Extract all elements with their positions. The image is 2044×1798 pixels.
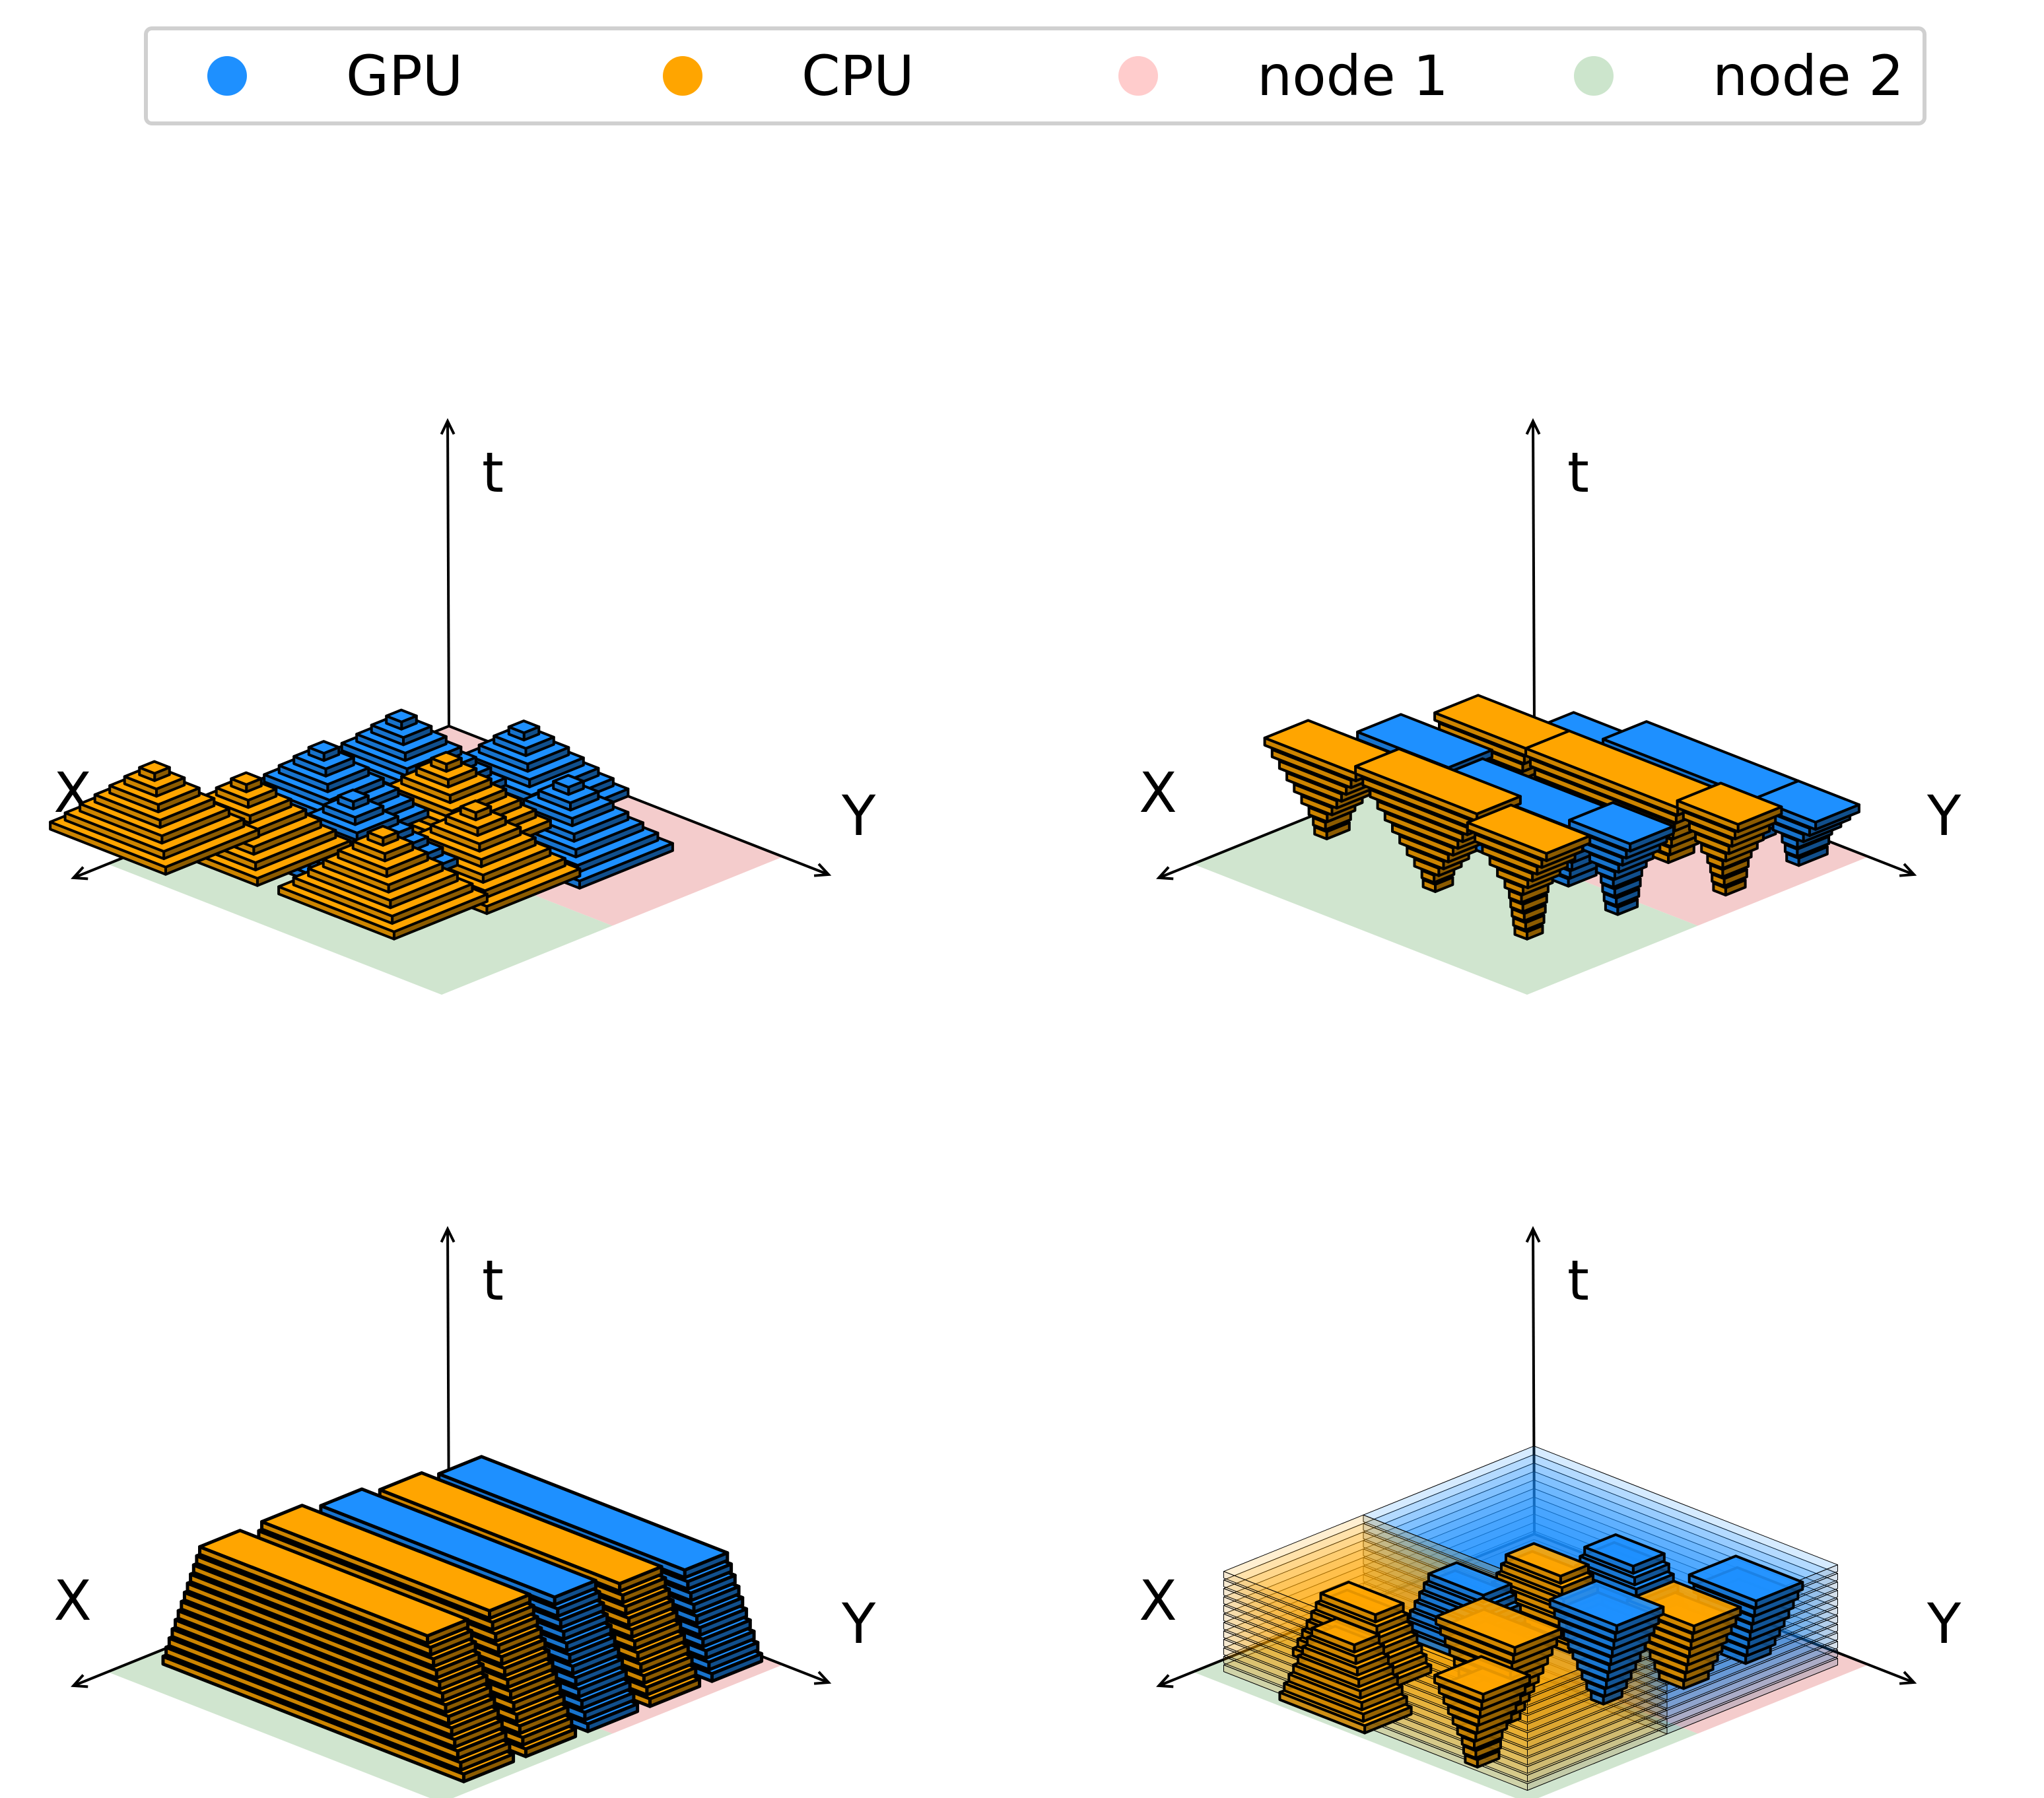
t-axis-label: t (482, 1248, 504, 1313)
panel-bottom-left: tX Y (0, 1006, 1022, 1798)
legend-marker-gpu (207, 56, 247, 96)
x-axis-label: X (1139, 1568, 1177, 1633)
y-axis-label: Y (1926, 783, 1961, 848)
panel-bottom-right: tX Y (1085, 1006, 2044, 1798)
t-axis (448, 421, 449, 726)
x-axis-label: X (53, 1568, 92, 1633)
legend-item-node-1: node 1 (1118, 30, 1448, 121)
t-axis (1533, 421, 1534, 726)
legend-marker-node-2 (1574, 56, 1614, 96)
legend-label-node-2: node 2 (1713, 44, 1904, 108)
legend-marker-cpu (663, 56, 702, 96)
y-axis-label: Y (841, 783, 876, 848)
legend: GPU CPU node 1 node 2 (144, 26, 1926, 125)
t-axis-label: t (1567, 440, 1589, 505)
legend-label-cpu: CPU (801, 44, 914, 108)
legend-item-cpu: CPU (663, 30, 914, 121)
x-axis-label: X (1139, 760, 1177, 825)
t-axis-label: t (482, 440, 504, 505)
panel-top-right: tX Y (1085, 198, 2044, 990)
legend-label-node-1: node 1 (1257, 44, 1448, 108)
legend-marker-node-1 (1118, 56, 1158, 96)
y-axis-label: Y (841, 1591, 876, 1656)
t-axis-label: t (1567, 1248, 1589, 1313)
legend-item-gpu: GPU (207, 30, 463, 121)
legend-item-node-2: node 2 (1574, 30, 1904, 121)
legend-label-gpu: GPU (346, 44, 463, 108)
y-axis-label: Y (1926, 1591, 1961, 1656)
